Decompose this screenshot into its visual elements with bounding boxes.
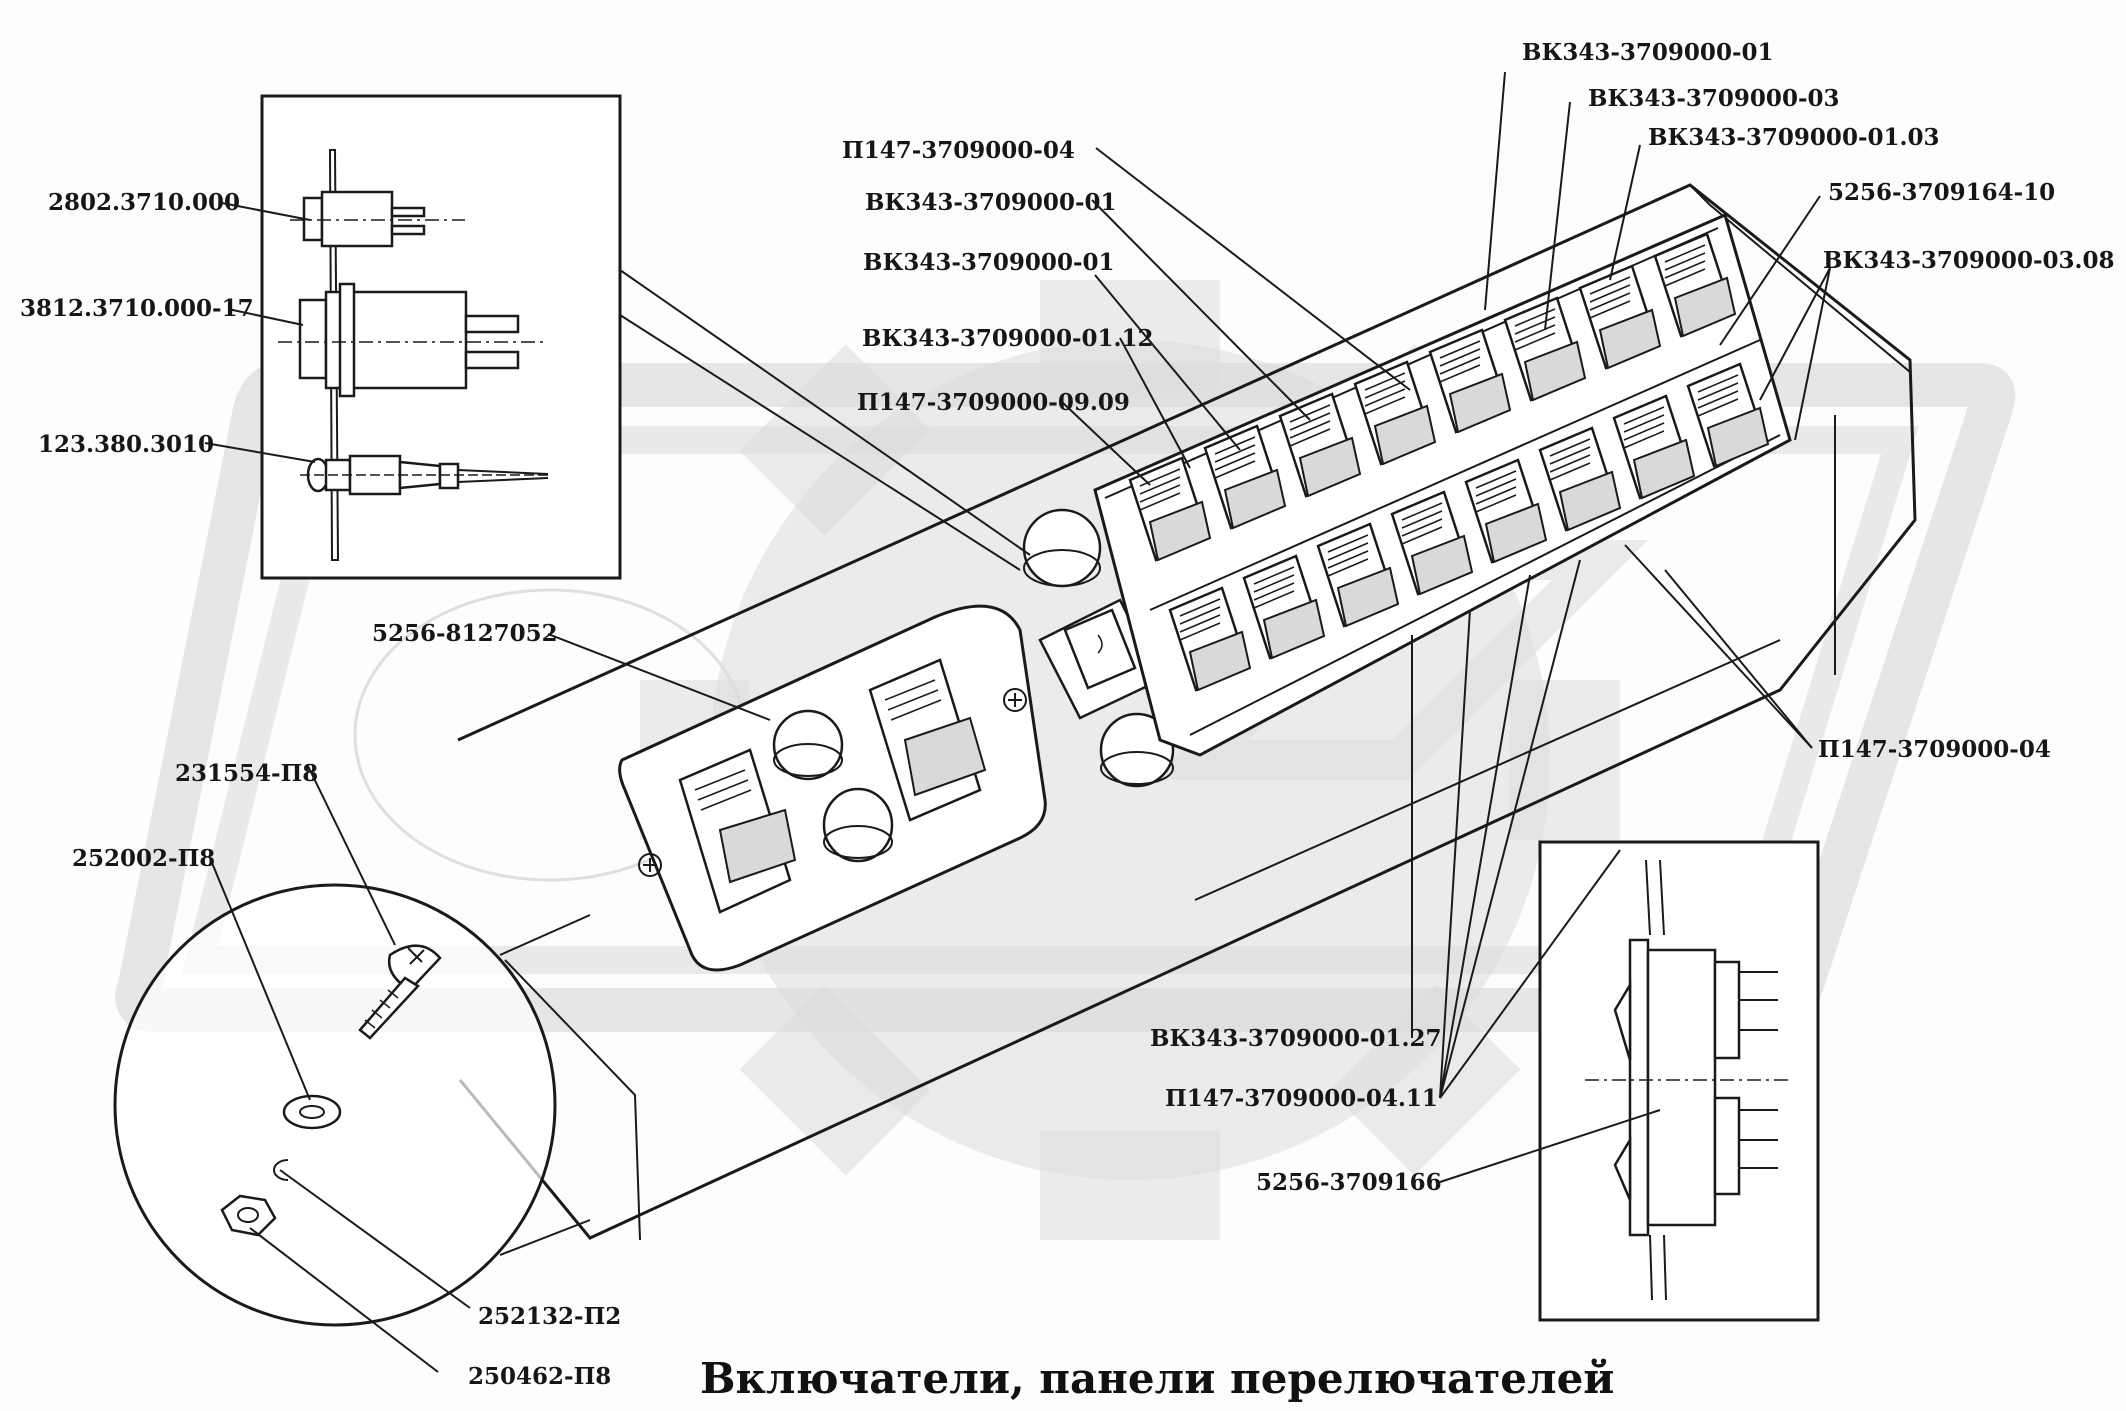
rocker-switch-panel xyxy=(1093,212,1792,757)
rocker-switch-lower-4 xyxy=(1390,490,1474,596)
rocker-switch-lower-6 xyxy=(1538,426,1622,532)
label-vk343-03: ВК343-3709000-03 xyxy=(1588,85,1840,112)
rocker-switch-left xyxy=(678,748,797,914)
label-2802: 2802.3710.000 xyxy=(48,189,240,216)
rocker-switch-upper-8 xyxy=(1653,232,1737,338)
fastener-detail-circle xyxy=(113,883,591,1327)
label-5256-166: 5256-3709166 xyxy=(1256,1169,1442,1196)
rocker-switch-upper-6 xyxy=(1503,296,1587,402)
standalone-knob-bottom xyxy=(1099,712,1175,788)
rocker-switch-upper-7 xyxy=(1578,264,1662,370)
rocker-switch-lower-8 xyxy=(1686,362,1770,468)
label-252132: 252132-П2 xyxy=(478,1303,621,1330)
label-5256-164-10: 5256-3709164-10 xyxy=(1828,179,2055,206)
screw-icon xyxy=(358,944,442,1040)
label-vk343-03-08: ВК343-3709000-03.08 xyxy=(1823,247,2115,274)
label-vk343-01-top: ВК343-3709000-01 xyxy=(1522,39,1774,66)
rocker-switch-lower-7 xyxy=(1612,394,1696,500)
rocker-switch-lower-3 xyxy=(1316,522,1400,628)
label-231554: 231554-П8 xyxy=(175,760,318,787)
label-p147-04-11: П147-3709000-04.11 xyxy=(1165,1085,1438,1112)
switch-panel-housing xyxy=(457,183,1917,1241)
lamp-2802-icon xyxy=(290,190,465,248)
rocker-switch-upper-4 xyxy=(1353,360,1437,466)
label-vk343-01-27: ВК343-3709000-01.27 xyxy=(1150,1025,1442,1052)
label-5256-8127052: 5256-8127052 xyxy=(372,620,558,647)
lamp-detail-box xyxy=(260,94,622,580)
left-control-plate xyxy=(618,604,1047,972)
rocker-switch-upper-5 xyxy=(1428,328,1512,434)
rocker-switch-upper-3 xyxy=(1278,392,1362,498)
label-3812: 3812.3710.000-17 xyxy=(20,295,254,322)
rocker-row-upper xyxy=(1128,232,1737,562)
standalone-knob-top xyxy=(1022,508,1102,588)
push-button-lower xyxy=(822,787,894,863)
lamp-123-icon xyxy=(300,454,550,496)
label-252002: 252002-П8 xyxy=(72,845,215,872)
label-p147-04-right: П147-3709000-04 xyxy=(1818,736,2051,763)
label-250462: 250462-П8 xyxy=(468,1363,611,1390)
diagram-title: Включатели, панели перелючателей xyxy=(700,1354,1614,1403)
label-vk343-01-a: ВК343-3709000-01 xyxy=(865,189,1117,216)
leader-lines xyxy=(204,71,1831,1373)
push-button-upper xyxy=(772,709,844,781)
label-vk343-01-03: ВК343-3709000-01.03 xyxy=(1648,124,1940,151)
switch-side-detail-box xyxy=(1538,840,1820,1322)
rocker-row-lower xyxy=(1168,362,1770,692)
spring-washer-icon xyxy=(273,1159,289,1181)
part-labels: ВК343-3709000-01 ВК343-3709000-03 ВК343-… xyxy=(20,39,2115,1390)
rocker-switch-right xyxy=(868,658,987,822)
washer-icon xyxy=(282,1094,342,1130)
label-p147-04-top: П147-3709000-04 xyxy=(842,137,1075,164)
label-vk343-01-12: ВК343-3709000-01.12 xyxy=(862,325,1154,352)
lamp-3812-icon xyxy=(278,282,545,398)
label-123: 123.380.3010 xyxy=(38,431,214,458)
label-p147-09-09: П147-3709000-09.09 xyxy=(857,389,1130,416)
rocker-switch-lower-1 xyxy=(1168,586,1252,692)
rocker-switch-lower-2 xyxy=(1242,554,1326,660)
nut-icon xyxy=(220,1194,277,1237)
rocker-switch-lower-5 xyxy=(1464,458,1548,564)
label-vk343-01-b: ВК343-3709000-01 xyxy=(863,249,1115,276)
